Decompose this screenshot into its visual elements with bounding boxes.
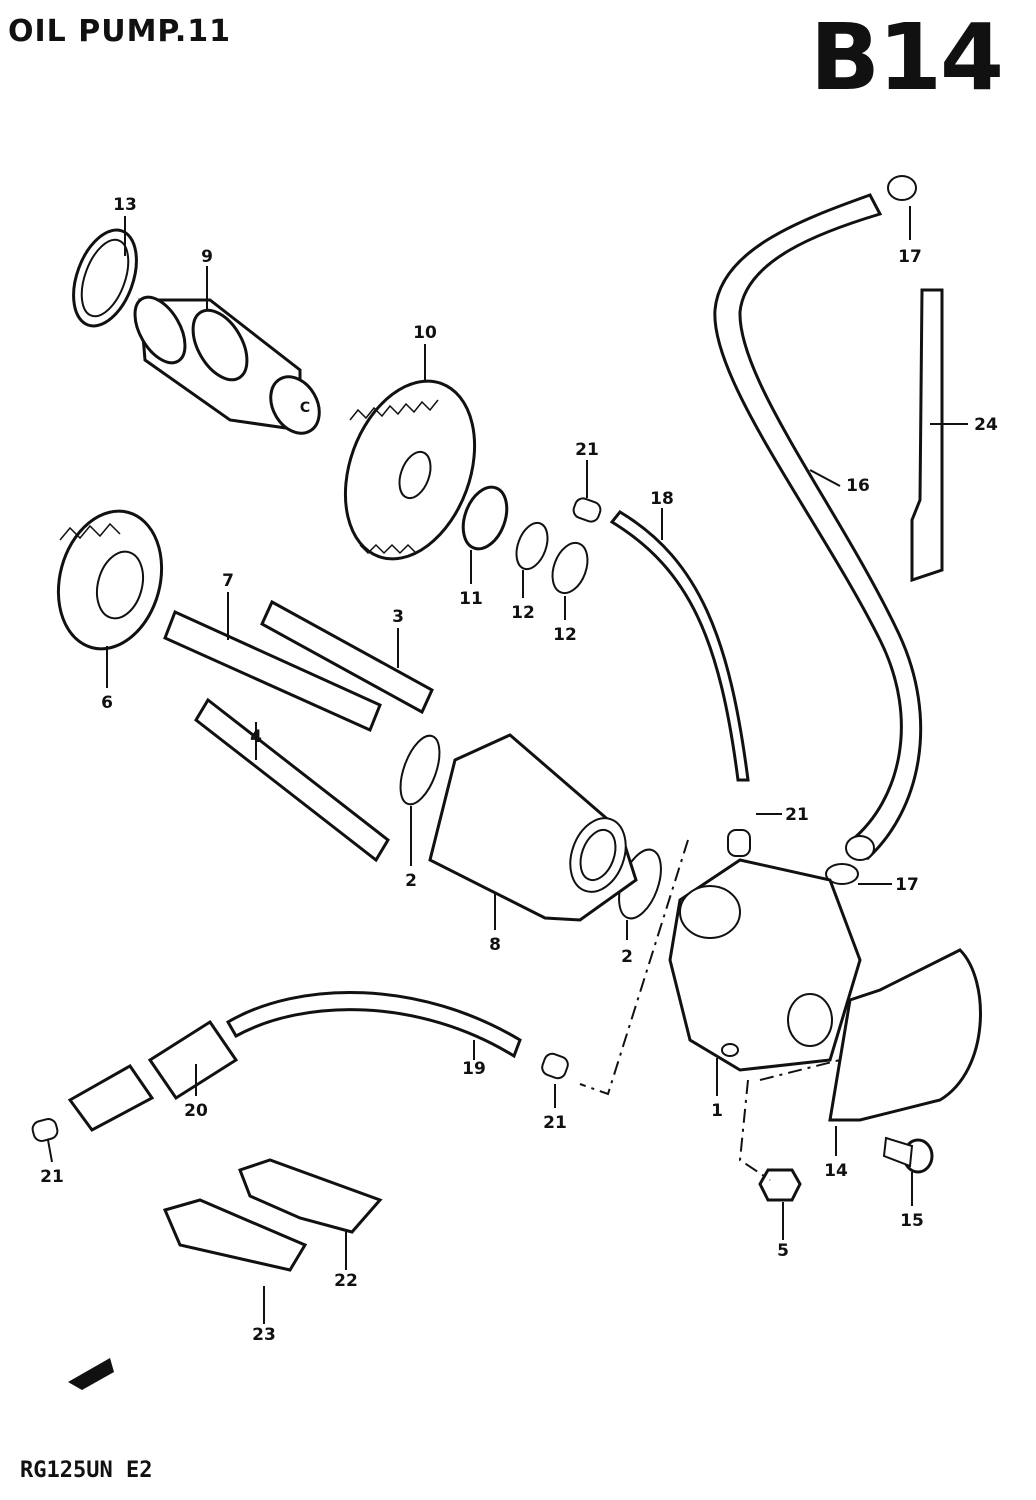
part-clamp bbox=[238, 1158, 383, 1234]
callout-21: 21 bbox=[785, 805, 809, 825]
part-washer bbox=[461, 485, 509, 551]
callout-4: 4 bbox=[250, 727, 262, 747]
callout-15: 15 bbox=[900, 1211, 924, 1231]
callout-24: 24 bbox=[974, 415, 998, 435]
callout-14: 14 bbox=[824, 1161, 848, 1181]
callout-7: 7 bbox=[222, 571, 234, 591]
part-bolt bbox=[194, 697, 390, 863]
part-hose-clamp bbox=[825, 863, 859, 885]
part-drive-shaft: C bbox=[133, 295, 321, 435]
callout-9: 9 bbox=[201, 247, 213, 267]
callout-2: 2 bbox=[621, 947, 633, 967]
part-o-ring bbox=[399, 734, 441, 806]
part-hose-joint bbox=[572, 497, 602, 523]
diagram-code: B14 bbox=[809, 4, 1004, 111]
part-drive-gear bbox=[343, 379, 477, 561]
part-hose-joint bbox=[541, 1052, 569, 1080]
callout-labels: 13 9 10 21 18 16 17 24 6 7 3 11 12 12 4 … bbox=[40, 195, 998, 1345]
callout-21: 21 bbox=[40, 1167, 64, 1187]
svg-text:C: C bbox=[300, 400, 310, 416]
part-oil-pipe bbox=[225, 990, 522, 1059]
part-hose-end bbox=[845, 835, 875, 861]
part-hose-sleeve bbox=[147, 1019, 239, 1101]
part-pump-cover bbox=[828, 948, 982, 1122]
callout-11: 11 bbox=[459, 589, 483, 609]
callout-10: 10 bbox=[413, 323, 437, 343]
part-driven-gear bbox=[56, 509, 164, 651]
part-hose-joint bbox=[727, 829, 751, 857]
part-oil-hose bbox=[609, 510, 750, 782]
callout-21: 21 bbox=[575, 440, 599, 460]
callout-17: 17 bbox=[898, 247, 922, 267]
callout-12: 12 bbox=[511, 603, 535, 623]
leader-lines bbox=[47, 206, 968, 1324]
callout-19: 19 bbox=[462, 1059, 486, 1079]
callout-2: 2 bbox=[405, 871, 417, 891]
callout-8: 8 bbox=[489, 935, 501, 955]
part-pin bbox=[163, 609, 382, 733]
part-clamp bbox=[162, 1198, 308, 1272]
callout-21: 21 bbox=[543, 1113, 567, 1133]
part-washer bbox=[72, 228, 138, 328]
callout-1: 1 bbox=[711, 1101, 723, 1121]
assembly-line bbox=[579, 839, 689, 1096]
callout-16: 16 bbox=[846, 476, 870, 496]
part-pump-body bbox=[428, 733, 638, 922]
diagram-title: OIL PUMP.11 bbox=[8, 14, 232, 49]
assembly-line bbox=[759, 1059, 841, 1081]
callout-22: 22 bbox=[334, 1271, 358, 1291]
callout-12: 12 bbox=[553, 625, 577, 645]
part-hose-sleeve bbox=[67, 1064, 155, 1132]
callout-13: 13 bbox=[113, 195, 137, 215]
callout-20: 20 bbox=[184, 1101, 208, 1121]
callout-6: 6 bbox=[101, 693, 113, 713]
callout-18: 18 bbox=[650, 489, 674, 509]
part-circlip bbox=[515, 521, 549, 571]
assembly-line bbox=[738, 1079, 771, 1181]
part-oil-pump-assembly bbox=[668, 858, 862, 1072]
model-code: RG125UN E2 bbox=[20, 1458, 153, 1483]
part-hose-clamp bbox=[887, 175, 917, 201]
part-hose-guide bbox=[910, 288, 944, 583]
callout-3: 3 bbox=[392, 607, 404, 627]
front-direction-arrow-icon bbox=[68, 1358, 114, 1390]
part-circlip bbox=[551, 541, 589, 595]
part-bolt bbox=[260, 599, 434, 715]
callout-17: 17 bbox=[895, 875, 919, 895]
callout-5: 5 bbox=[777, 1241, 789, 1261]
part-nut bbox=[758, 1168, 802, 1202]
part-hose-joint bbox=[31, 1118, 59, 1142]
part-screw bbox=[882, 1136, 934, 1174]
callout-23: 23 bbox=[252, 1325, 276, 1345]
